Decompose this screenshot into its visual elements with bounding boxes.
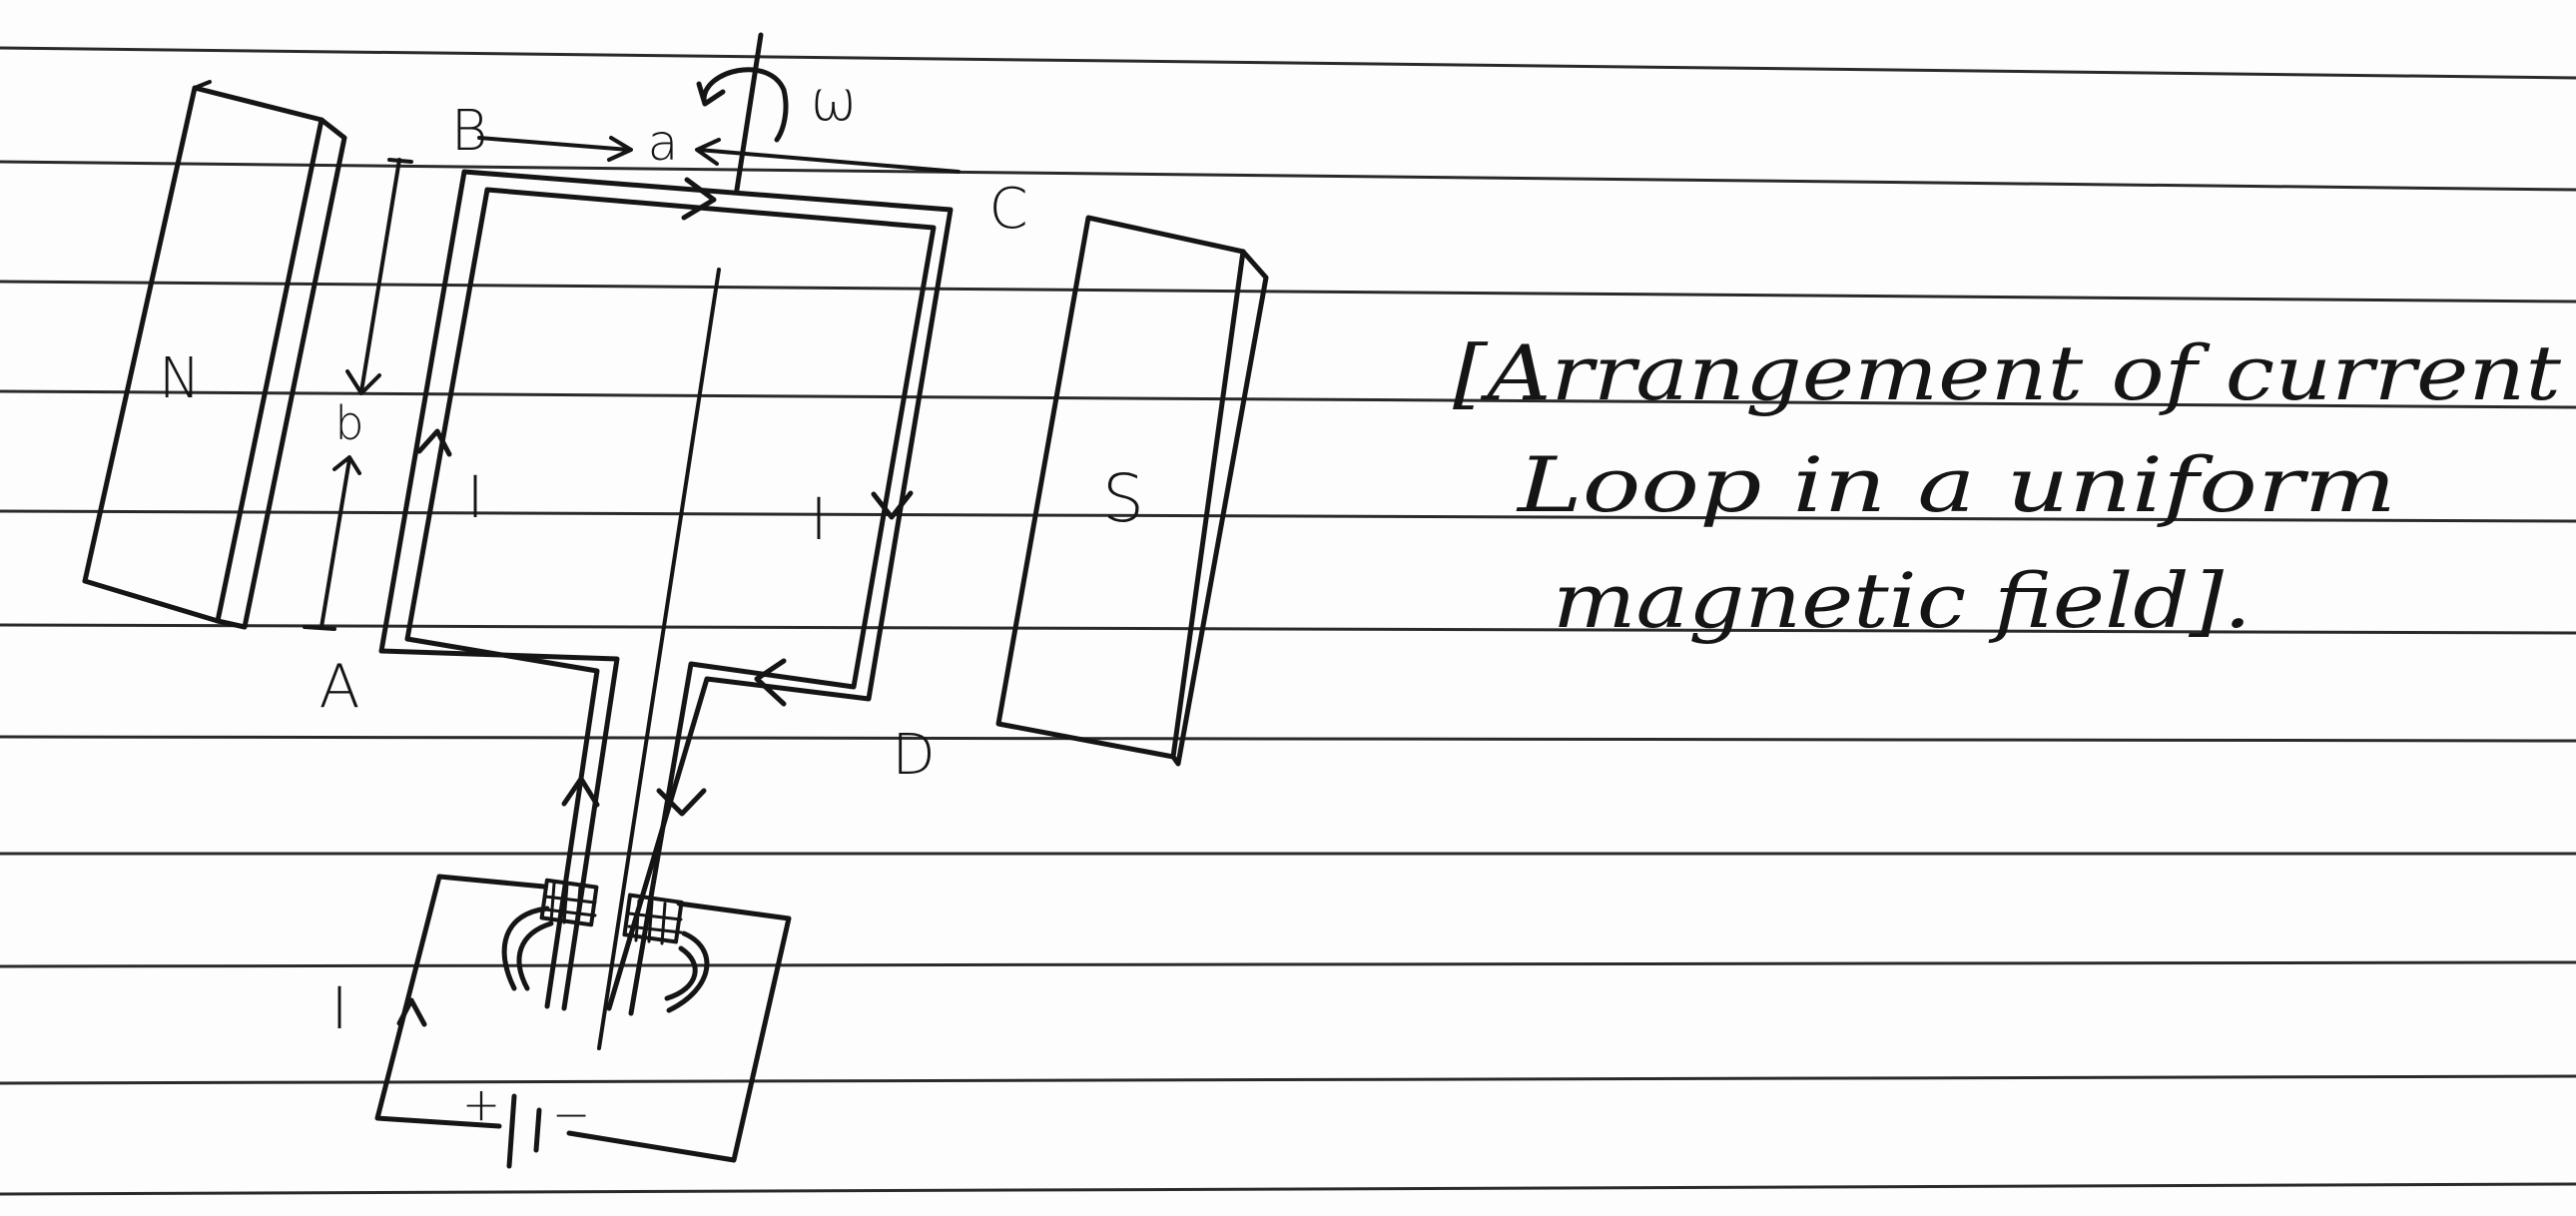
side-b-label: b (334, 396, 363, 450)
rule-line (0, 389, 2576, 409)
current-arrow-battery (396, 997, 427, 1027)
corner-label-a: A (319, 652, 359, 722)
current-arrow-right (871, 490, 914, 520)
corner-label-b: B (451, 99, 488, 164)
battery-plus-label: + (462, 1077, 501, 1131)
rule-line (0, 623, 2576, 635)
current-label-right: I (810, 485, 827, 553)
rule-line (0, 1074, 2576, 1085)
angular-velocity-label: ω (811, 69, 858, 134)
current-label-left: I (466, 463, 483, 531)
rule-line (0, 735, 2576, 743)
brushes (501, 906, 710, 1013)
current-arrow-bottom (754, 658, 787, 707)
caption-line-2: Loop in a uniform (1515, 440, 2396, 529)
north-pole-label: N (159, 346, 201, 411)
rule-line (0, 280, 2576, 304)
north-magnet (82, 80, 347, 630)
caption-line-1: [Arrangement of current (1453, 328, 2562, 417)
current-loop (378, 32, 954, 1050)
caption: [Arrangement of current Loop in a unifor… (1453, 328, 2562, 645)
side-a-label: a (648, 114, 679, 172)
rule-line (0, 46, 2576, 80)
rule-line (0, 1182, 2576, 1196)
rule-line (0, 960, 2576, 968)
side-b-dimension (303, 158, 413, 631)
side-a-dimension (477, 136, 961, 174)
south-pole-label: S (1102, 460, 1144, 537)
corner-label-c: C (988, 177, 1027, 242)
rotation-axis-lower (597, 268, 721, 1050)
slip-rings (539, 878, 684, 945)
caption-line-3: magnetic field]. (1553, 556, 2252, 645)
battery-plate-long (506, 1093, 517, 1169)
battery-minus-label: − (552, 1087, 591, 1141)
current-arrow-left (416, 428, 452, 457)
ruled-lines (0, 46, 2576, 1196)
current-arrow-lead-right (656, 788, 707, 817)
corner-label-d: D (892, 723, 935, 788)
south-magnet (995, 215, 1269, 767)
battery-plate-short (533, 1107, 542, 1153)
rule-line (0, 160, 2576, 192)
battery-circuit (374, 874, 792, 1169)
rotation-arc-icon (696, 67, 789, 143)
current-arrow-lead-left (561, 776, 600, 808)
rotation-axis (734, 32, 764, 193)
current-label-battery: I (330, 974, 347, 1042)
current-arrow-top (681, 177, 717, 221)
